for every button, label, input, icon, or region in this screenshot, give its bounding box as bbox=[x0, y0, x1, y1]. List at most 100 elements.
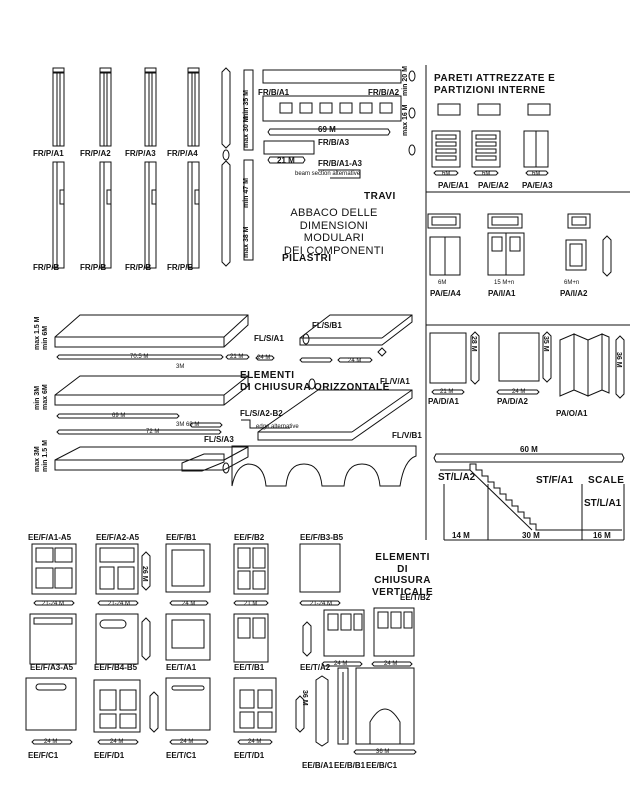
travi-heading: TRAVI bbox=[364, 191, 396, 202]
dim-label: 36 M bbox=[376, 749, 390, 755]
dim-label: 36 M bbox=[615, 352, 622, 368]
pareti-group bbox=[427, 103, 625, 399]
dim-label: min 3M bbox=[34, 385, 41, 410]
slab-label: FL/S/A2-B2 bbox=[240, 409, 283, 418]
element-label: EE/T/B2 bbox=[400, 593, 431, 602]
dim-label: 26 M bbox=[141, 566, 148, 582]
dim-label: 24 M bbox=[384, 661, 398, 667]
scale-heading: SCALE bbox=[588, 475, 625, 486]
wall-label: PA/E/A1 bbox=[438, 181, 469, 190]
dim-label: 14 M bbox=[452, 531, 470, 540]
wall-label: PA/I/A2 bbox=[560, 289, 588, 298]
dim-label: 72 M bbox=[146, 429, 160, 435]
column-a3 bbox=[144, 67, 157, 147]
dim-label: 24 M bbox=[44, 739, 58, 745]
element-label: EE/F/A3-A5 bbox=[30, 663, 74, 672]
dim-chevron bbox=[221, 160, 231, 267]
wall-label: PA/E/A4 bbox=[430, 289, 461, 298]
column-b-2 bbox=[99, 161, 112, 269]
dim-label: 24 M bbox=[257, 355, 271, 361]
dim-label: min 47 M bbox=[243, 178, 250, 208]
dim-chevron bbox=[221, 67, 231, 149]
dim-label: 6M bbox=[438, 280, 447, 286]
wall-label: PA/I/A1 bbox=[488, 289, 516, 298]
dim-label: 69 M bbox=[318, 125, 336, 134]
element-label: EE/T/A2 bbox=[300, 663, 331, 672]
element-label: EE/B/C1 bbox=[366, 761, 398, 770]
column-b-4 bbox=[187, 161, 200, 269]
element-label: EE/F/D1 bbox=[94, 751, 125, 760]
dim-label: 24 M bbox=[180, 739, 194, 745]
column-b-1 bbox=[52, 161, 65, 269]
scale-group bbox=[433, 453, 625, 541]
dim-label: 69 M bbox=[112, 413, 126, 419]
column-label: FR/P/A3 bbox=[125, 149, 156, 158]
stair-label: ST/L/A2 bbox=[438, 472, 476, 483]
element-label: EE/T/B1 bbox=[234, 663, 265, 672]
stair-label: ST/F/A1 bbox=[536, 475, 574, 486]
verticale-heading: ELEMENTI DI CHIUSURA VERTICALE bbox=[372, 552, 434, 598]
dim-label: 35 M bbox=[542, 336, 549, 352]
slab-label: FL/S/B1 bbox=[312, 321, 342, 330]
dim-label: max 30 M bbox=[243, 116, 250, 148]
dim-label: 24 M bbox=[110, 739, 124, 745]
element-label: EE/T/D1 bbox=[234, 751, 265, 760]
dim-label: 6M bbox=[532, 171, 541, 177]
dim-label: 24 M bbox=[334, 661, 348, 667]
element-label: EE/F/B3-B5 bbox=[300, 533, 344, 542]
dim-label: 6M+n bbox=[564, 280, 580, 286]
slab-label: FL/S/A3 bbox=[204, 435, 234, 444]
dim-label: 70.5 M bbox=[130, 354, 149, 360]
beam-label: FR/B/A1 bbox=[258, 88, 290, 97]
wall-label: PA/E/A2 bbox=[478, 181, 509, 190]
dim-label: 24 M bbox=[248, 739, 262, 745]
element-label: EE/B/B1 bbox=[334, 761, 366, 770]
slab-note: edge alternative bbox=[256, 424, 299, 430]
dim-label: max 1.5 M bbox=[34, 316, 41, 350]
dim-label: 15 M+n bbox=[494, 280, 515, 286]
column-label: FR/P/B bbox=[167, 263, 194, 272]
dim-label: 30 M bbox=[522, 531, 540, 540]
dim-label: 21 M bbox=[244, 601, 258, 607]
column-b-3 bbox=[144, 161, 157, 269]
element-label: EE/F/B4-B5 bbox=[94, 663, 138, 672]
dim-label: 21 M bbox=[440, 389, 454, 395]
pareti-heading: PARETI ATTREZZATE E PARTIZIONI INTERNE bbox=[434, 73, 556, 96]
slab-label: FL/V/A1 bbox=[380, 377, 410, 386]
dim-label: 24 M bbox=[182, 601, 196, 607]
pilastri-group bbox=[52, 67, 254, 269]
dim-label: min 1.5 M bbox=[42, 440, 49, 472]
dim-label: max 3M bbox=[34, 446, 41, 472]
dim-label: 60 M bbox=[520, 445, 538, 454]
element-label: EE/T/A1 bbox=[166, 663, 197, 672]
orizzontale-group bbox=[54, 314, 417, 487]
wall-label: PA/D/A1 bbox=[428, 397, 459, 406]
dim-label: 6M bbox=[442, 171, 451, 177]
element-label: EE/F/C1 bbox=[28, 751, 59, 760]
column-a4 bbox=[187, 67, 200, 147]
beam-note: beam section alternative bbox=[295, 171, 361, 177]
dim-label: 21-24 M bbox=[108, 601, 131, 607]
dim-label: 3M bbox=[176, 364, 185, 370]
slab-label: FL/S/A1 bbox=[254, 334, 284, 343]
slab-label: FL/V/B1 bbox=[392, 431, 422, 440]
dim-label: 21 M bbox=[230, 354, 244, 360]
beam-label: FR/B/A3 bbox=[318, 138, 350, 147]
element-label: EE/T/C1 bbox=[166, 751, 197, 760]
dim-label: max 16 M bbox=[402, 104, 409, 136]
dim-label: 21-24 M bbox=[310, 601, 333, 607]
travi-group bbox=[262, 69, 416, 179]
verticale-group bbox=[25, 543, 417, 755]
dim-label: 21 M bbox=[277, 156, 295, 165]
dim-label: min 20 M bbox=[402, 66, 409, 96]
orizzontale-heading: ELEMENTI DI CHIUSURA ORIZZONTALE bbox=[240, 370, 390, 393]
dim-label: 36 M bbox=[301, 690, 308, 706]
dim-label: 24 M bbox=[348, 358, 362, 364]
element-label: EE/B/A1 bbox=[302, 761, 334, 770]
dim-label: max 38 M bbox=[243, 226, 250, 258]
dim-label: 6M bbox=[482, 171, 491, 177]
column-label: FR/P/B bbox=[33, 263, 60, 272]
wall-label: PA/D/A2 bbox=[497, 397, 528, 406]
dim-label: max 6M bbox=[42, 384, 49, 410]
